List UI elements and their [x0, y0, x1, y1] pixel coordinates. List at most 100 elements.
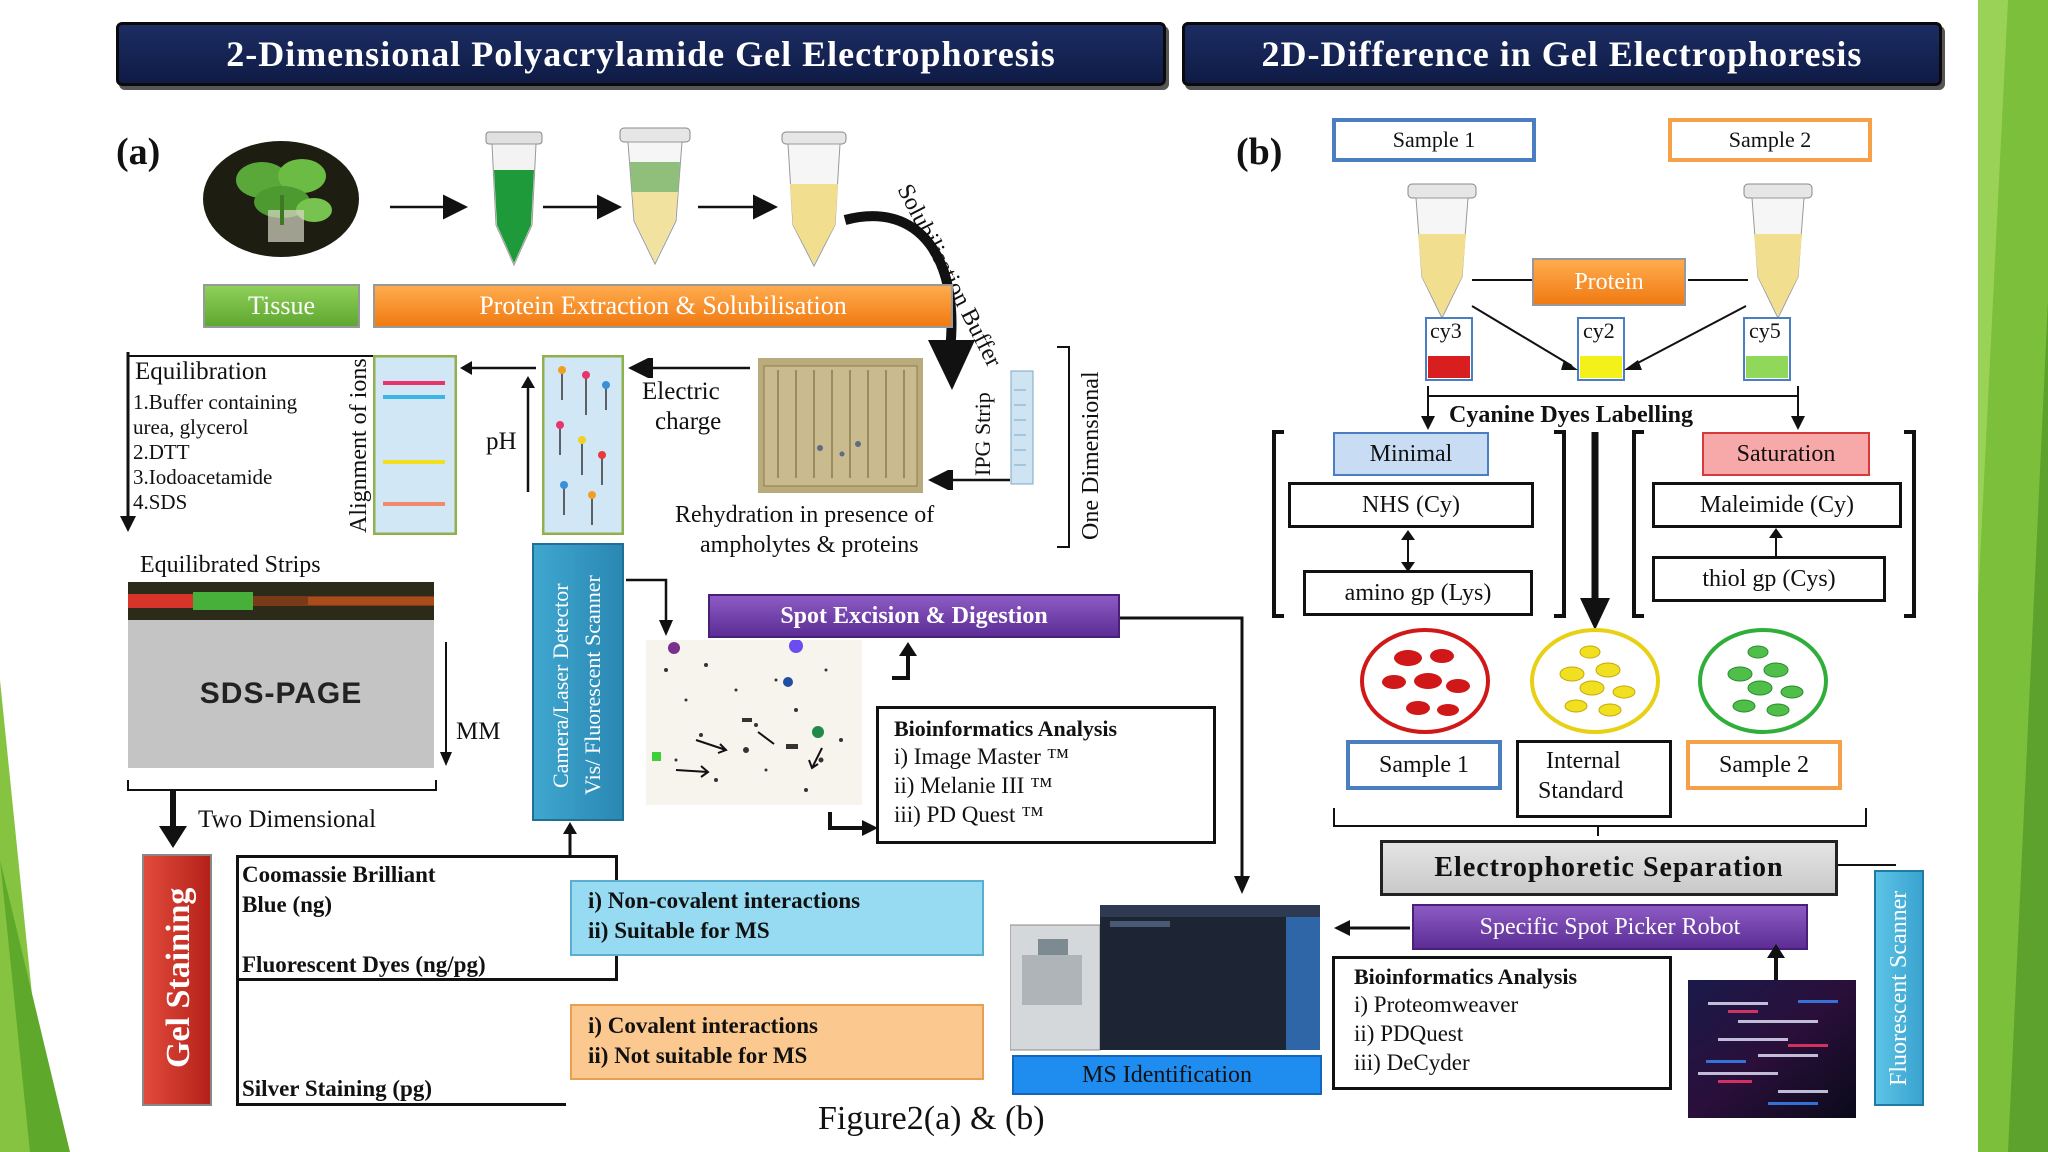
tube-solubilised [781, 131, 847, 268]
two-dimensional-bracket [127, 780, 437, 791]
plant-tissue-image [203, 141, 359, 257]
protein-label: Protein [1532, 258, 1686, 306]
fluorescent-scanner-label: Fluorescent Scanner [1886, 890, 1912, 1086]
alignment-of-ions-label: Alignment of ions [346, 358, 372, 533]
cy5-label: cy5 [1749, 318, 1781, 343]
slide-decoration-left [0, 680, 70, 1152]
internal-standard-box [1516, 740, 1672, 818]
protein-extraction-label: Protein Extraction & Solubilisation [373, 284, 953, 328]
bioinformatics-b-title: Bioinformatics Analysis [1354, 964, 1578, 989]
standard-label: Standard [1538, 778, 1624, 804]
detector-line-2: Vis/ Fluorescent Scanner [580, 575, 605, 795]
rehydration-line-1: Rehydration in presence of [675, 502, 935, 528]
sample1-gel-circle [1360, 628, 1490, 734]
rehydration-line-2: ampholytes & proteins [700, 532, 919, 558]
left-big-bracket [1272, 430, 1566, 618]
bioinformatics-box-a [876, 706, 1216, 844]
ph-arrow [521, 376, 535, 492]
bioinformatics-a-item-2: ii) Melanie III ™ [894, 773, 1053, 798]
2d-gel-spots-image [646, 640, 862, 805]
covalent-line-2: ii) Not suitable for MS [588, 1043, 808, 1068]
equilibrated-strip-image [128, 582, 434, 620]
extraction-arrows [390, 194, 778, 220]
cy3-label: cy3 [1430, 318, 1462, 343]
covalent-box [570, 1004, 984, 1080]
protein-lines [1472, 279, 1748, 281]
bioinformatics-a-item-3: iii) PD Quest ™ [894, 802, 1044, 827]
ms-identification-label: MS Identification [1082, 1061, 1252, 1088]
scanner-to-separation-line [1838, 864, 1896, 866]
gel-staining-label: Gel Staining [160, 887, 197, 1068]
tissue-label: Tissue [203, 284, 360, 328]
ipg-strip-image [1010, 370, 1034, 485]
bioinformatics-b-item-3: iii) DeCyder [1354, 1050, 1470, 1075]
spots-to-bioinformatics-arrow [828, 812, 878, 836]
one-dimensional-bracket [1057, 346, 1070, 548]
internal-standard-gel-circle [1530, 628, 1660, 734]
sample2-header-label: Sample 2 [1728, 127, 1812, 152]
electric-charge-line-2: charge [655, 408, 722, 435]
spot-to-excision-arrow [892, 642, 917, 680]
cyanine-bracket-arrows [1421, 386, 1805, 430]
two-dimensional-label: Two Dimensional [198, 806, 377, 833]
equilibration-item-5: 4.SDS [133, 490, 188, 514]
stain-fluorescent: Fluorescent Dyes (ng/pg) [242, 952, 486, 977]
ms-identification-bar: MS Identification [1012, 1055, 1322, 1095]
minimal-label: Minimal [1369, 440, 1453, 467]
stain-coomassie-2: Blue (ng) [242, 892, 333, 917]
saturation-box: Saturation [1702, 432, 1870, 476]
minimal-box: Minimal [1333, 432, 1489, 476]
electrophoretic-separation-label: Electrophoretic Separation [1434, 852, 1784, 883]
stains-box-lower [236, 978, 239, 1106]
cy2-cuvette [1577, 317, 1625, 381]
stain-silver: Silver Staining (pg) [242, 1076, 432, 1101]
title-banner-right: 2D-Difference in Gel Electrophoresis [1182, 22, 1942, 86]
equilibration-item-3: 2.DTT [133, 440, 190, 464]
bioinformatics-b-item-2: ii) PDQuest [1354, 1021, 1464, 1046]
equilibration-arrow [120, 352, 136, 532]
cy2-label: cy2 [1583, 318, 1615, 343]
focused-strip-image [542, 355, 624, 535]
equilibration-item-1: 1.Buffer containing [133, 390, 298, 414]
electric-charge-line-1: Electric [642, 378, 720, 405]
non-covalent-line-1: i) Non-covalent interactions [588, 888, 861, 913]
cy5-cuvette [1743, 317, 1791, 381]
equilibrated-strips-label: Equilibrated Strips [140, 552, 321, 578]
to-gel-staining-arrow [159, 790, 187, 848]
equilibration-title: Equilibration [135, 358, 267, 385]
saturation-label: Saturation [1736, 440, 1836, 467]
cyanine-dyes-label: Cyanine Dyes Labelling [1445, 402, 1698, 429]
strip-to-alignment-arrow [460, 361, 536, 375]
tube-sample2 [1743, 183, 1813, 320]
amino-label: amino gp (Lys) [1344, 579, 1492, 606]
sample2-circle-label: Sample 2 [1686, 740, 1842, 790]
bioinformatics-box-b [1332, 956, 1672, 1090]
ipg-strip-label: IPG Strip [970, 392, 995, 476]
panel-a-letter: (a) [116, 131, 161, 173]
title-right: 2D-Difference in Gel Electrophoresis [1261, 34, 1863, 74]
rehydration-tray-image [758, 358, 923, 493]
spot-excision-label: Spot Excision & Digestion [708, 594, 1120, 638]
excision-to-ms-arrow [1120, 616, 1250, 894]
nhs-box: NHS (Cy) [1288, 482, 1534, 528]
panel-b-letter: (b) [1236, 131, 1283, 173]
one-dimensional-label: One Dimensional [1078, 371, 1104, 540]
nhs-amino-arrow [1401, 530, 1415, 572]
ipg-to-tray-arrow [928, 470, 1010, 490]
maleimide-box: Maleimide (Cy) [1652, 482, 1902, 528]
sample2-header: Sample 2 [1668, 118, 1872, 162]
dye-mixing-arrows [1471, 305, 1747, 370]
non-covalent-box [570, 880, 984, 956]
covalent-line-1: i) Covalent interactions [588, 1013, 818, 1038]
alignment-strip-image [373, 355, 457, 535]
spot-picker-label: Specific Spot Picker Robot [1412, 904, 1808, 950]
ms-instrument-image [1010, 905, 1320, 1051]
detector-to-spots-arrow [626, 578, 673, 636]
right-big-bracket [1632, 430, 1916, 618]
sample1-circle-label-text: Sample 1 [1379, 751, 1469, 778]
amino-box: amino gp (Lys) [1303, 570, 1533, 616]
stain-to-detector-arrow [563, 822, 577, 858]
tube-green [485, 131, 543, 267]
sample1-circle-label: Sample 1 [1346, 740, 1502, 790]
spot-picker-to-ms-arrow [1334, 920, 1410, 936]
